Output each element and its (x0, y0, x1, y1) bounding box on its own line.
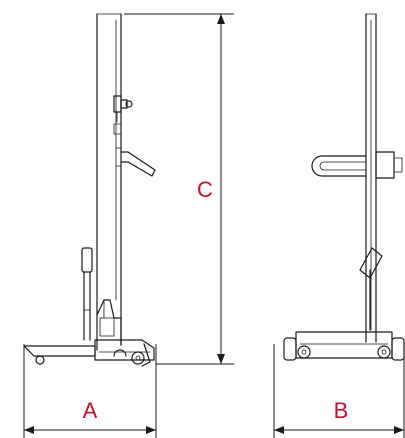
side-view: A C (23, 13, 234, 438)
front-base (283, 331, 405, 361)
front-mast (365, 13, 377, 343)
dimension-b (273, 344, 405, 438)
side-clamp-knob (113, 95, 133, 135)
front-angled-arm (359, 247, 383, 331)
front-handle-loop (311, 151, 403, 179)
dimension-c (124, 13, 234, 365)
front-view: B (273, 13, 405, 438)
label-b: B (334, 398, 349, 423)
side-post (81, 247, 93, 341)
side-handle-bar (115, 147, 156, 177)
side-base (23, 339, 155, 367)
side-mast (96, 13, 122, 351)
dimension-a (23, 344, 157, 438)
side-lower-mechanism (96, 299, 122, 346)
label-c: C (197, 177, 213, 202)
label-a: A (83, 398, 98, 423)
